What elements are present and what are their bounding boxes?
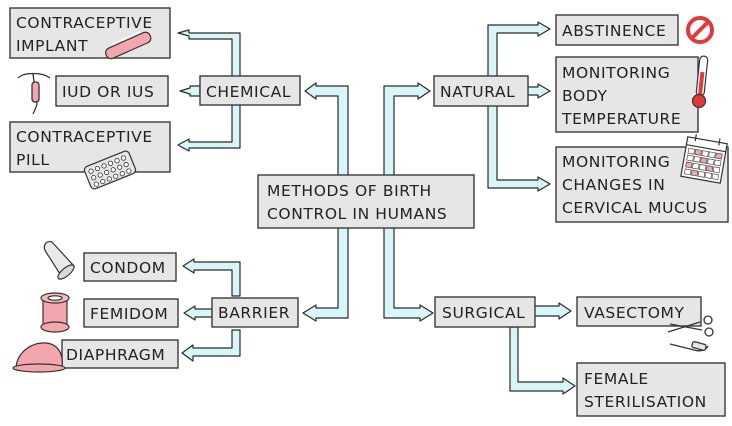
surgical-tools-icon bbox=[667, 315, 714, 352]
connector-natural-temperature bbox=[526, 83, 551, 99]
item-mucus-line2: CHANGES IN bbox=[562, 176, 665, 194]
item-diaphragm-box bbox=[61, 339, 179, 369]
item-iud-box bbox=[55, 75, 169, 107]
item-temperature-line3: TEMPERATURE bbox=[561, 110, 681, 128]
item-vasectomy-label: VASECTOMY bbox=[584, 304, 685, 322]
connector-chemical-items bbox=[179, 85, 201, 97]
item-temperature-line2: BODY bbox=[562, 87, 608, 105]
item-femidom-box bbox=[83, 298, 179, 328]
thermometer-icon bbox=[691, 55, 709, 109]
femidom-icon bbox=[40, 292, 70, 333]
connector-center-barrier bbox=[302, 226, 349, 322]
item-temperature-box bbox=[555, 56, 699, 133]
category-chemical-label: CHEMICAL bbox=[206, 83, 291, 101]
category-barrier-label: BARRIER bbox=[218, 304, 290, 322]
calendar-icon bbox=[680, 134, 728, 184]
connector-center-surgical bbox=[383, 226, 434, 322]
item-diaphragm-label: DIAPHRAGM bbox=[66, 346, 165, 364]
item-femidom-label: FEMIDOM bbox=[90, 305, 168, 323]
item-mucus-line1: MONITORING bbox=[562, 153, 670, 171]
connector-surgical-sterilisation bbox=[509, 326, 576, 395]
center-node-line2: CONTROL IN HUMANS bbox=[267, 205, 447, 223]
item-iud-label: IUD OR IUS bbox=[62, 83, 154, 101]
item-pill-line1: CONTRACEPTIVE bbox=[16, 128, 153, 146]
category-chemical-box bbox=[199, 75, 301, 106]
iud-icon bbox=[17, 72, 51, 115]
category-surgical-box bbox=[434, 296, 536, 328]
item-temperature-line1: MONITORING bbox=[562, 64, 670, 82]
item-pill-line2: PILL bbox=[16, 151, 50, 169]
category-surgical-label: SURGICAL bbox=[442, 304, 525, 322]
category-natural-label: NATURAL bbox=[440, 83, 515, 101]
connector-barrier-trunk bbox=[182, 258, 241, 297]
item-pill-box bbox=[9, 121, 171, 173]
connector-center-natural bbox=[383, 82, 431, 177]
item-mucus-line3: CERVICAL MUCUS bbox=[562, 199, 708, 217]
pill-pack-icon bbox=[83, 150, 137, 190]
item-condom-box bbox=[83, 252, 177, 282]
center-node-box bbox=[257, 174, 475, 229]
item-sterilisation-line2: STERILISATION bbox=[584, 393, 707, 411]
category-natural-box bbox=[433, 75, 529, 107]
connector-natural-trunk bbox=[487, 21, 551, 192]
item-implant-line2: IMPLANT bbox=[16, 37, 88, 55]
item-sterilisation-box bbox=[576, 362, 726, 417]
diaphragm-icon bbox=[12, 342, 66, 373]
item-vasectomy-box bbox=[576, 296, 702, 327]
connector-barrier-trunk-lower bbox=[181, 329, 241, 362]
no-entry-icon bbox=[686, 16, 714, 44]
item-sterilisation-line1: FEMALE bbox=[584, 370, 649, 388]
item-abstinence-label: ABSTINENCE bbox=[562, 22, 666, 40]
connector-surgical-vasectomy bbox=[533, 302, 572, 320]
category-barrier-box bbox=[211, 297, 299, 328]
center-node-line1: METHODS OF BIRTH bbox=[267, 182, 432, 200]
item-implant-line1: CONTRACEPTIVE bbox=[16, 14, 153, 32]
item-condom-label: CONDOM bbox=[90, 259, 166, 277]
connector-barrier-femidom bbox=[183, 305, 213, 321]
connector-center-chemical bbox=[304, 82, 349, 177]
condom-icon bbox=[43, 241, 75, 280]
item-abstinence-box bbox=[555, 14, 679, 46]
implant-icon bbox=[105, 31, 152, 60]
